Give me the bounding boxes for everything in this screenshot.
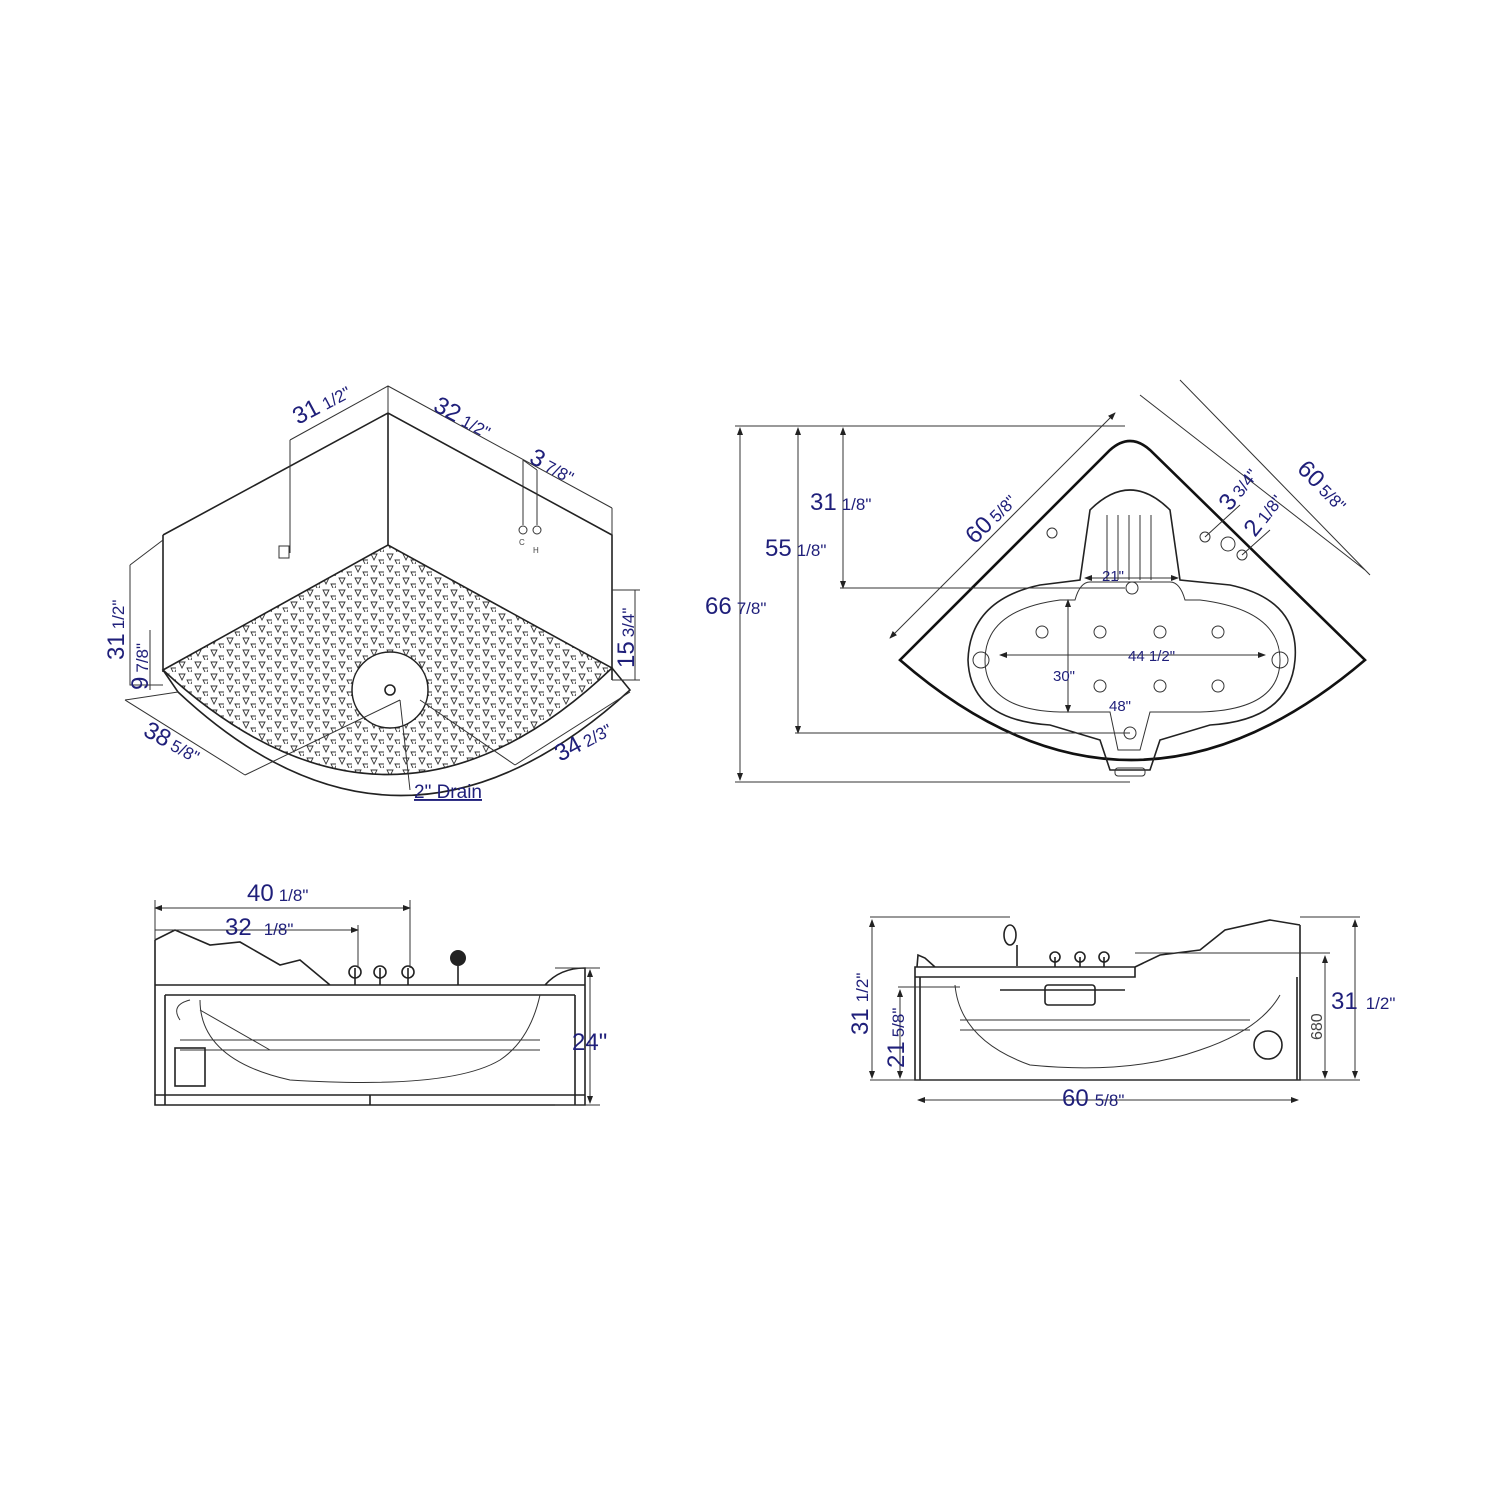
dim-side-right: 605/8" xyxy=(1292,455,1354,517)
hand-shower-icon xyxy=(1003,924,1017,946)
plan-basin xyxy=(967,489,1297,771)
dim-inner-width: 44 1/2" xyxy=(1128,648,1175,665)
dim-height: 311/2" xyxy=(103,600,130,660)
control-icon xyxy=(1046,527,1058,539)
dim-water-depth: 215/8" xyxy=(883,1008,910,1068)
control-icon xyxy=(1236,549,1248,561)
dim-faucet-offset: 37/8" xyxy=(525,443,579,489)
jet-icon xyxy=(1093,679,1107,693)
dim-apron-mm: 680 xyxy=(1309,1013,1326,1040)
side-left-body xyxy=(154,929,586,1106)
valve-handle-icon xyxy=(1074,951,1086,963)
dim-inner-depth-b: 48" xyxy=(1109,698,1131,715)
hand-shower-icon xyxy=(450,950,466,966)
jet-icon xyxy=(1211,625,1225,639)
overflow-icon xyxy=(1114,767,1146,777)
iso-apron xyxy=(162,667,632,797)
dim-side-left: 605/8" xyxy=(960,487,1022,549)
dim-inner-depth-a: 30" xyxy=(1053,668,1075,685)
valve-handle-icon xyxy=(1049,951,1061,963)
dim-front-right: 342/3" xyxy=(550,715,616,767)
dim-total-height-left: 311/2" xyxy=(847,973,874,1035)
drain-label: 2" Drain xyxy=(414,782,482,803)
cold-valve-icon xyxy=(518,525,528,535)
dim-apron-right: 153/4" xyxy=(613,608,640,668)
jet-icon xyxy=(1093,625,1107,639)
dim-jet-offset-a: 33/4" xyxy=(1213,462,1263,516)
pillow-jet-icon xyxy=(972,651,990,669)
control-icon xyxy=(1199,531,1211,543)
valve-handle-icon xyxy=(401,965,415,979)
jet-icon xyxy=(1211,679,1225,693)
cold-label: C xyxy=(519,538,525,547)
hot-label: H xyxy=(533,546,539,555)
pillow-jet-icon xyxy=(1271,651,1289,669)
isometric-view: 311/2" 321/2" 37/8" 311/2" 97/8" 153/4" … xyxy=(103,383,640,803)
dim-apron-left: 97/8" xyxy=(127,643,154,690)
dim-inner-top-width: 21" xyxy=(1102,568,1124,585)
iso-walls xyxy=(162,412,613,680)
jet-icon xyxy=(1153,625,1167,639)
side-right-body xyxy=(914,919,1301,1081)
jet-icon xyxy=(1153,679,1167,693)
control-box-icon xyxy=(1044,984,1096,1006)
hot-valve-icon xyxy=(532,525,542,535)
jet-icon xyxy=(1125,581,1139,595)
drain-basin xyxy=(351,651,429,729)
pump-icon xyxy=(174,1047,206,1087)
control-icon xyxy=(1220,536,1236,552)
plan-outline xyxy=(898,439,1367,762)
outlet-icon xyxy=(278,545,290,559)
dim-apron-height: 24" xyxy=(572,1029,607,1056)
valve-handle-icon xyxy=(348,965,362,979)
dim-front-left: 385/8" xyxy=(139,716,205,768)
drain-icon xyxy=(384,684,396,696)
valve-handle-icon xyxy=(373,965,387,979)
pump-motor-icon xyxy=(1253,1030,1283,1060)
dim-wall-right: 321/2" xyxy=(429,391,496,444)
valve-handle-icon xyxy=(1098,951,1110,963)
jet-icon xyxy=(1035,625,1049,639)
